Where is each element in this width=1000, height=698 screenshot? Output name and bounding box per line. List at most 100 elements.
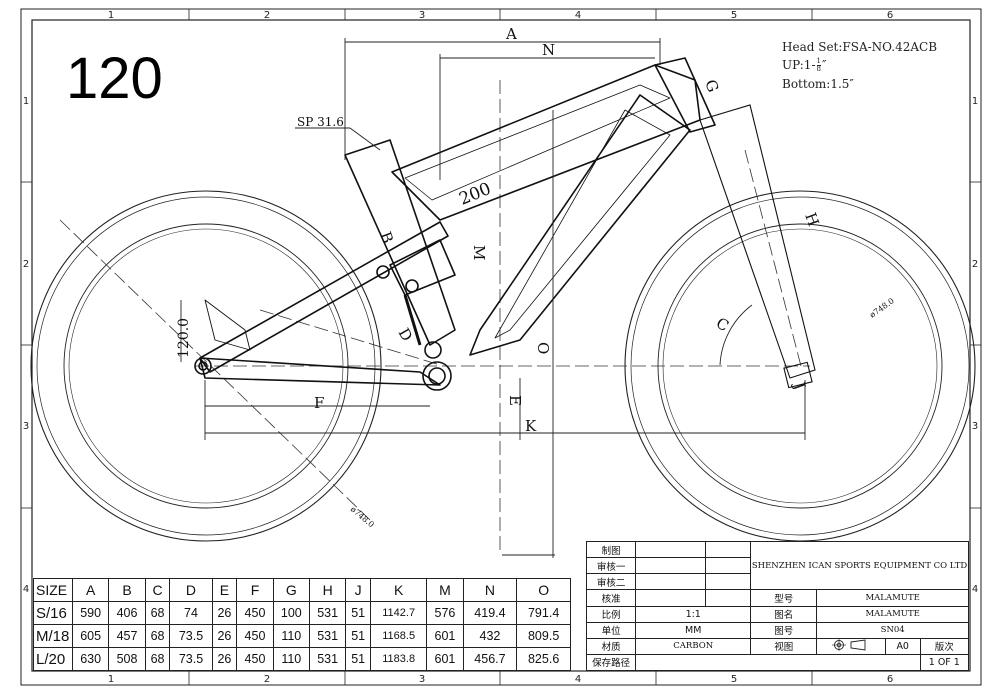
col-label: 3 bbox=[419, 10, 425, 21]
save-path-label: 保存路径 bbox=[585, 653, 637, 672]
view-label: 视图 bbox=[750, 637, 818, 655]
blank-cell bbox=[704, 557, 752, 575]
dim-label-n: N bbox=[542, 41, 555, 59]
col-label: 5 bbox=[731, 674, 737, 685]
geometry-cell: 450 bbox=[236, 624, 274, 648]
geometry-cell: 576 bbox=[426, 601, 464, 625]
fork-outline bbox=[699, 104, 816, 389]
col-label: 6 bbox=[887, 674, 893, 685]
geometry-cell: 419.4 bbox=[462, 601, 518, 625]
geometry-cell: 1168.5 bbox=[370, 624, 428, 648]
geometry-cell: 531 bbox=[308, 624, 347, 648]
geometry-header-cell: A bbox=[71, 578, 110, 602]
rear-travel: 120.0 bbox=[176, 318, 192, 358]
headset-spec: Head Set:FSA-NO.42ACB bbox=[782, 40, 938, 54]
col-label: 4 bbox=[575, 674, 581, 685]
row-label: 4 bbox=[972, 584, 978, 595]
row-label: 2 bbox=[23, 259, 29, 270]
title-block-row: 材质 CARBON 视图 A0 版次 bbox=[585, 637, 970, 655]
approve-label: 核准 bbox=[585, 589, 637, 607]
save-path-value bbox=[635, 653, 921, 672]
company-name: SHENZHEN ICAN SPORTS EQUIPMENT CO LTD bbox=[750, 540, 969, 591]
geometry-cell: 100 bbox=[272, 601, 310, 625]
geometry-cell: 601 bbox=[426, 647, 464, 671]
geometry-cell: 531 bbox=[308, 647, 347, 671]
col-label: 1 bbox=[108, 674, 114, 685]
geometry-cell: 68 bbox=[144, 601, 171, 625]
upper-unit: ″ bbox=[821, 58, 827, 72]
geometry-cell: 51 bbox=[345, 647, 372, 671]
unit-label: 单位 bbox=[585, 621, 637, 639]
title-block-row: 保存路径 1 OF 1 bbox=[585, 653, 970, 672]
geometry-header-cell: M bbox=[426, 578, 464, 602]
col-label: 2 bbox=[264, 674, 270, 685]
geometry-cell: 110 bbox=[272, 647, 310, 671]
scale-value: 1:1 bbox=[635, 605, 752, 623]
geometry-cell: 450 bbox=[236, 647, 274, 671]
geometry-header-cell: B bbox=[108, 578, 146, 602]
title-block-row: 制图 SHENZHEN ICAN SPORTS EQUIPMENT CO LTD bbox=[585, 540, 969, 591]
geometry-header-cell: F bbox=[236, 578, 274, 602]
upper-prefix: UP:1- bbox=[782, 58, 816, 72]
blank-cell bbox=[635, 573, 706, 591]
geometry-cell: 68 bbox=[144, 647, 171, 671]
geometry-cell: 26 bbox=[211, 601, 238, 625]
geometry-header-cell: J bbox=[345, 578, 372, 602]
geometry-header-cell: D bbox=[169, 578, 213, 602]
col-label: 6 bbox=[887, 10, 893, 21]
row-label: 1 bbox=[23, 96, 29, 107]
dim-label-a: A bbox=[505, 25, 517, 43]
geometry-cell: 1142.7 bbox=[370, 601, 428, 625]
geometry-header-cell: O bbox=[516, 578, 571, 602]
col-label: 2 bbox=[264, 10, 270, 21]
geometry-cell: 605 bbox=[71, 624, 110, 648]
geometry-header-cell: G bbox=[272, 578, 310, 602]
geometry-header-cell: C bbox=[144, 578, 171, 602]
dim-label-m: M bbox=[470, 245, 488, 260]
geometry-row: M/18 605 457 68 73.5 26 450 110 531 51 1… bbox=[33, 624, 571, 648]
dim-label-f: F bbox=[314, 394, 324, 412]
travel-size-title: 120 bbox=[66, 46, 163, 111]
row-label: 1 bbox=[972, 96, 978, 107]
dimension-lines bbox=[180, 38, 806, 558]
col-label: 1 bbox=[108, 10, 114, 21]
geometry-cell: 590 bbox=[71, 601, 110, 625]
geometry-header-cell: K bbox=[370, 578, 428, 602]
model-label: 型号 bbox=[750, 589, 818, 607]
material-label: 材质 bbox=[585, 637, 637, 655]
projection-icon bbox=[832, 638, 866, 651]
model-value: MALAMUTE bbox=[816, 589, 969, 607]
geometry-cell: 74 bbox=[169, 601, 213, 625]
geometry-cell: 450 bbox=[236, 601, 274, 625]
row-label: 3 bbox=[23, 421, 29, 432]
geometry-header-cell: E bbox=[211, 578, 238, 602]
geometry-cell: 51 bbox=[345, 601, 372, 625]
zone-ticks bbox=[21, 9, 981, 685]
dim-label-e: E bbox=[506, 395, 524, 406]
title-block-row: 比例 1:1 图名 MALAMUTE bbox=[585, 605, 969, 623]
bottom-headset-spec: Bottom:1.5″ bbox=[782, 77, 854, 91]
geometry-cell: 531 bbox=[308, 601, 347, 625]
dim-label-j: J bbox=[790, 378, 810, 392]
fraction-numerator: 1 bbox=[816, 57, 821, 66]
row-label: 2 bbox=[972, 259, 978, 270]
geometry-table: SIZE A B C D E F G H J K M N O S/16 590 … bbox=[33, 578, 571, 671]
title-block: 制图 SHENZHEN ICAN SPORTS EQUIPMENT CO LTD… bbox=[585, 540, 970, 672]
dim-label-k: K bbox=[525, 417, 537, 435]
geometry-cell: 406 bbox=[108, 601, 146, 625]
geometry-cell: 26 bbox=[211, 647, 238, 671]
name-label: 图名 bbox=[750, 605, 818, 623]
geometry-cell: 630 bbox=[71, 647, 110, 671]
geometry-cell: 457 bbox=[108, 624, 146, 648]
blank-cell bbox=[704, 540, 752, 559]
geometry-cell: 73.5 bbox=[169, 624, 213, 648]
blank-cell bbox=[704, 589, 752, 607]
dim-label-o: O bbox=[534, 342, 552, 354]
projection-symbol bbox=[816, 637, 886, 655]
row-label: 4 bbox=[23, 584, 29, 595]
drawing-number-label: 图号 bbox=[750, 621, 818, 639]
